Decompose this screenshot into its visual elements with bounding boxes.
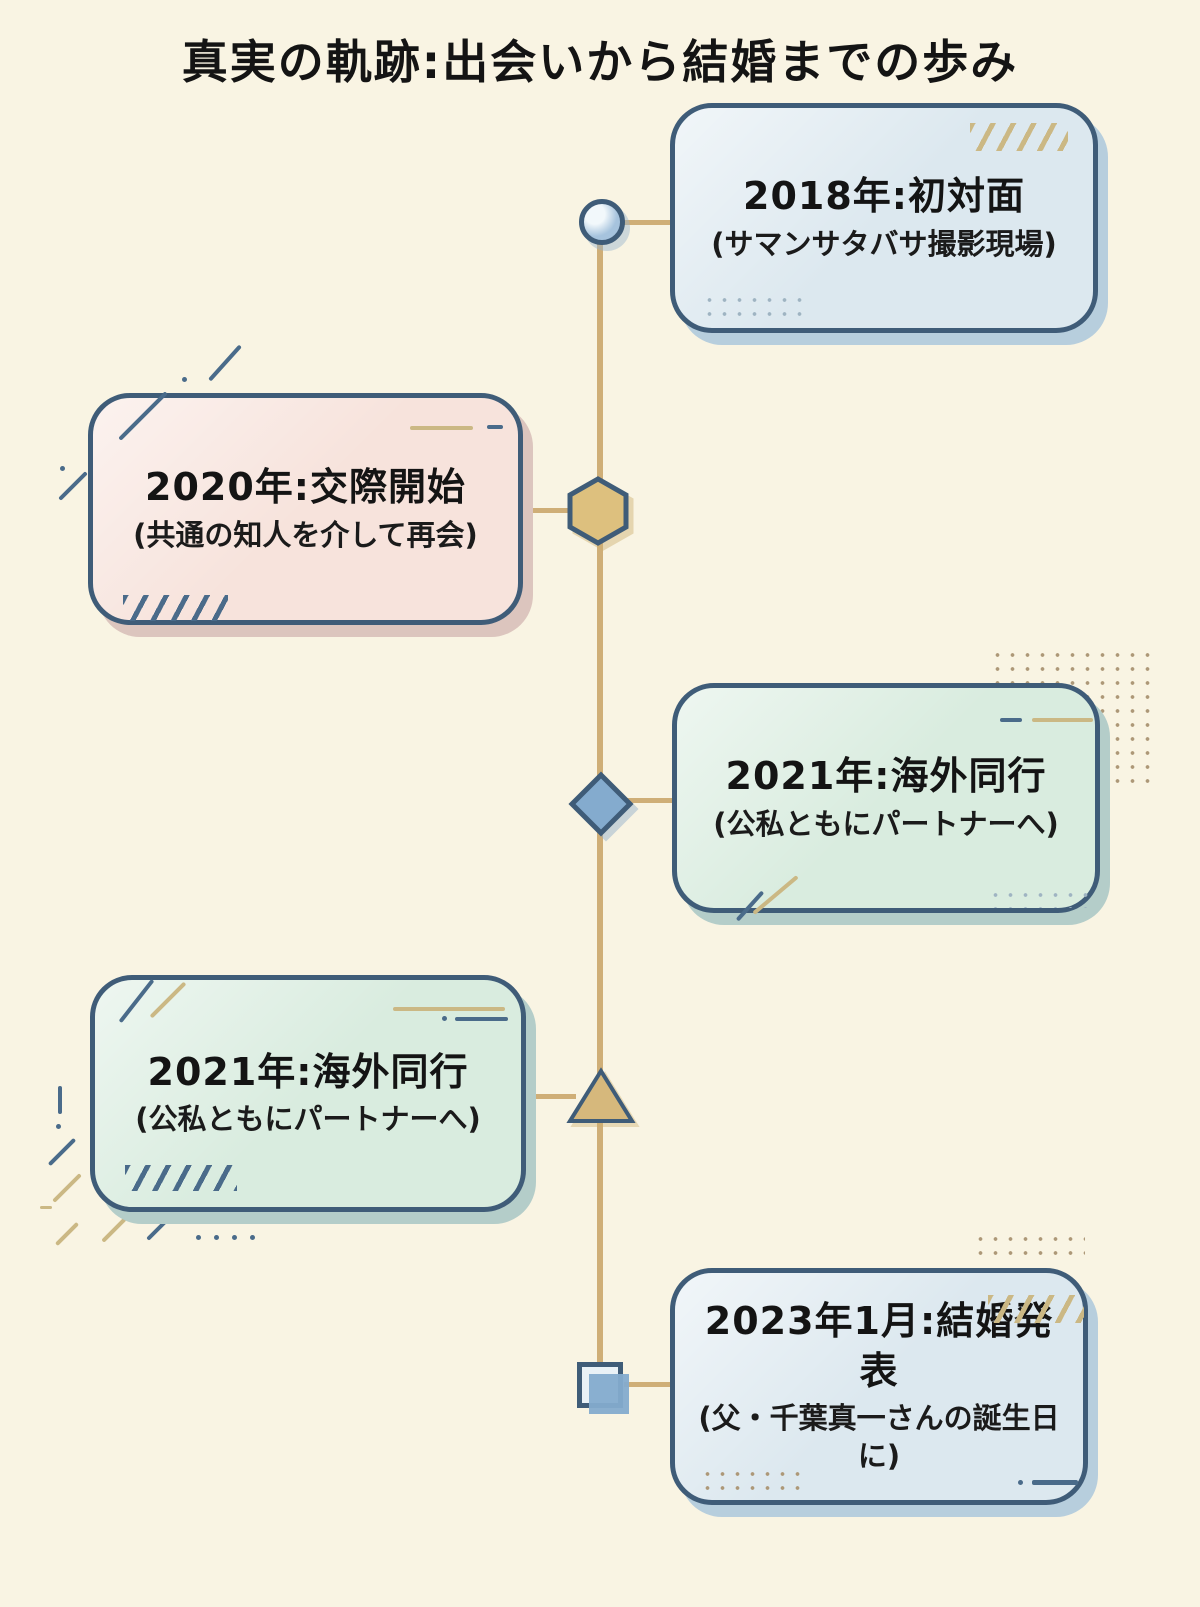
diagonal-line-decoration	[47, 1137, 77, 1167]
dot-grid-decoration	[702, 293, 810, 325]
event-card-2018: 2018年:初対面 (サマンサタバサ撮影現場)	[670, 103, 1098, 333]
tick-decoration	[58, 1086, 62, 1114]
event-subheading: (公私ともにパートナーへ)	[135, 1102, 481, 1137]
diagonal-line-decoration	[52, 1173, 82, 1203]
diagonal-line-decoration	[208, 344, 242, 382]
hatch-marks-decoration	[125, 1165, 237, 1191]
speck-decoration	[196, 1235, 201, 1240]
hatch-marks-decoration	[988, 1295, 1084, 1323]
dash-decoration	[455, 1017, 508, 1021]
event-card-2020: 2020年:交際開始 (共通の知人を介して再会)	[88, 393, 523, 625]
diagonal-line-decoration	[54, 1221, 80, 1247]
diagonal-line-decoration	[101, 1217, 127, 1243]
dash-decoration	[1032, 1480, 1078, 1485]
speck-decoration	[442, 1016, 447, 1021]
speck-decoration	[250, 1235, 255, 1240]
dash-decoration	[1032, 718, 1093, 722]
speck-decoration	[1018, 1480, 1023, 1485]
speck-decoration	[232, 1235, 237, 1240]
diamond-node-icon	[568, 771, 634, 837]
square-node-fill	[589, 1374, 629, 1414]
event-card-2023: 2023年1月:結婚発表 (父・千葉真一さんの誕生日に)	[670, 1268, 1088, 1505]
dot-grid-decoration	[973, 1232, 1085, 1260]
event-subheading: (公私ともにパートナーへ)	[713, 806, 1059, 841]
event-subheading: (父・千葉真一さんの誕生日に)	[698, 1401, 1060, 1473]
hexagon-node-icon	[567, 476, 629, 546]
square-node-icon	[577, 1362, 629, 1414]
hatch-marks-decoration	[970, 123, 1068, 151]
dash-decoration	[410, 426, 473, 430]
speck-decoration	[56, 1124, 61, 1129]
diagonal-line-decoration	[58, 471, 88, 501]
speck-decoration	[214, 1235, 219, 1240]
connector-2018	[620, 220, 672, 225]
event-heading: 2018年:初対面	[743, 174, 1025, 219]
speck-decoration	[60, 466, 65, 471]
event-subheading: (共通の知人を介して再会)	[133, 517, 478, 552]
connector-2023	[624, 1382, 672, 1387]
triangle-node-icon	[566, 1067, 636, 1123]
connector-2021a	[626, 798, 674, 803]
speck-decoration	[182, 377, 187, 382]
event-card-2021-a: 2021年:海外同行 (公私ともにパートナーへ)	[672, 683, 1100, 913]
hatch-marks-decoration	[123, 595, 228, 621]
circle-node-icon	[579, 199, 625, 245]
event-subheading: (サマンサタバサ撮影現場)	[711, 226, 1057, 261]
event-heading: 2021年:海外同行	[725, 754, 1047, 799]
event-heading: 2021年:海外同行	[147, 1049, 469, 1094]
dash-decoration	[1000, 718, 1022, 722]
page-title: 真実の軌跡:出会いから結婚までの歩み	[181, 35, 1019, 89]
dash-decoration	[40, 1206, 52, 1209]
diagonal-line-decoration	[146, 1211, 176, 1241]
dot-grid-decoration	[988, 888, 1094, 908]
event-heading: 2020年:交際開始	[145, 465, 466, 510]
dot-grid-decoration	[700, 1467, 810, 1493]
connector-2020	[523, 508, 580, 513]
event-card-2021-b: 2021年:海外同行 (公私ともにパートナーへ)	[90, 975, 526, 1212]
connector-2021b	[526, 1094, 576, 1099]
dash-decoration	[393, 1007, 505, 1011]
dash-decoration	[487, 425, 503, 429]
